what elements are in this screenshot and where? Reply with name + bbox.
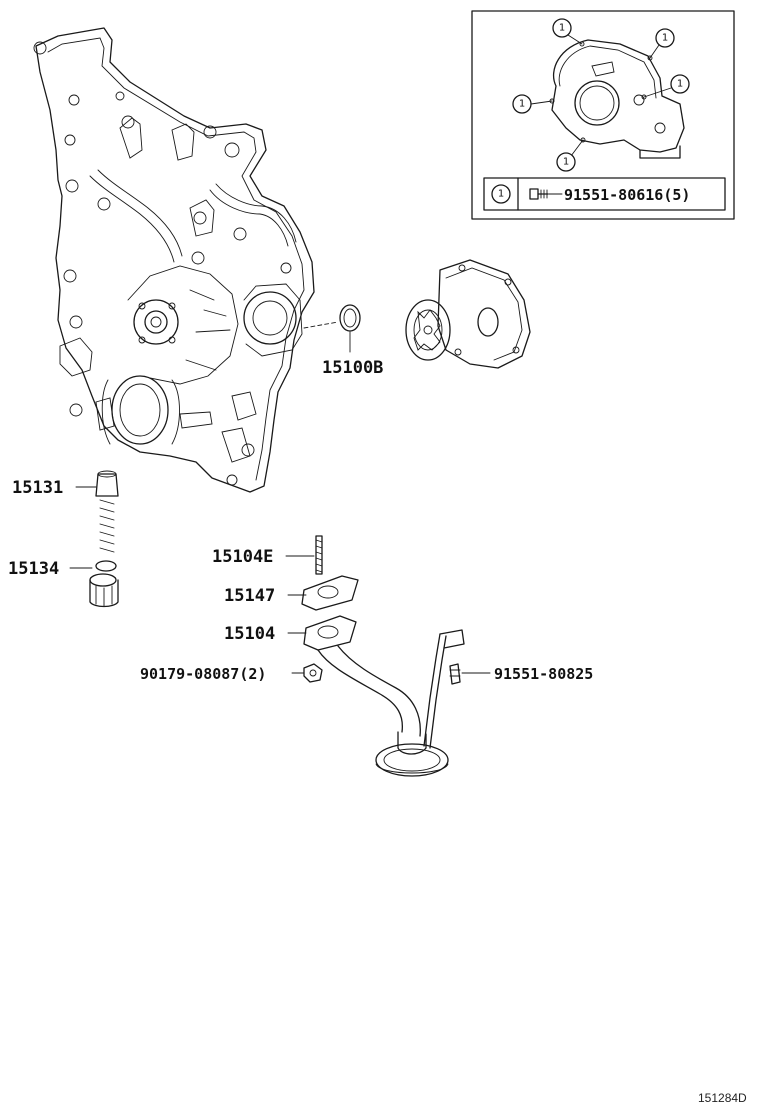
svg-text:1: 1	[677, 79, 683, 90]
part-label-15100b: 15100B	[322, 358, 383, 378]
svg-text:1: 1	[519, 99, 525, 110]
svg-text:1: 1	[563, 157, 569, 168]
leader-lines	[69, 486, 491, 674]
stud-illustration	[315, 535, 323, 575]
timing-cover-illustration	[33, 27, 315, 493]
part-label-91551-80825: 91551-80825	[494, 665, 593, 683]
svg-text:1: 1	[662, 33, 668, 44]
inset-box: 1 1 1 1 1 1	[471, 10, 735, 220]
oil-pump-illustration	[405, 259, 531, 369]
gasket-illustration	[301, 575, 359, 611]
inset-callout-1a: 1	[552, 18, 572, 38]
part-label-15131: 15131	[12, 478, 63, 498]
bolt-icon	[529, 188, 549, 200]
inset-callout-1b: 1	[655, 28, 675, 48]
part-label-15147: 15147	[224, 586, 275, 606]
diagram-id: 151284D	[698, 1091, 747, 1105]
part-label-15134: 15134	[8, 559, 59, 579]
inset-legend: 1 91551-80616(5)	[483, 177, 726, 211]
inset-callout-1d: 1	[556, 152, 576, 172]
relief-valve-illustration	[89, 470, 119, 608]
inset-bolt-part-number: 91551-80616(5)	[564, 186, 690, 204]
inset-callout-1c: 1	[512, 94, 532, 114]
inset-pump-illustration: 1 1 1 1 1	[512, 18, 690, 172]
bolt-illustration	[449, 663, 461, 685]
svg-text:1: 1	[498, 189, 504, 200]
part-label-15104: 15104	[224, 624, 275, 644]
part-label-90179-08087: 90179-08087(2)	[140, 665, 266, 683]
o-ring-illustration	[339, 304, 361, 332]
nut-illustration	[303, 663, 323, 683]
inset-callout-1e: 1	[670, 74, 690, 94]
svg-text:1: 1	[559, 23, 565, 34]
part-label-15104e: 15104E	[212, 547, 273, 567]
oil-strainer-illustration	[303, 615, 465, 777]
